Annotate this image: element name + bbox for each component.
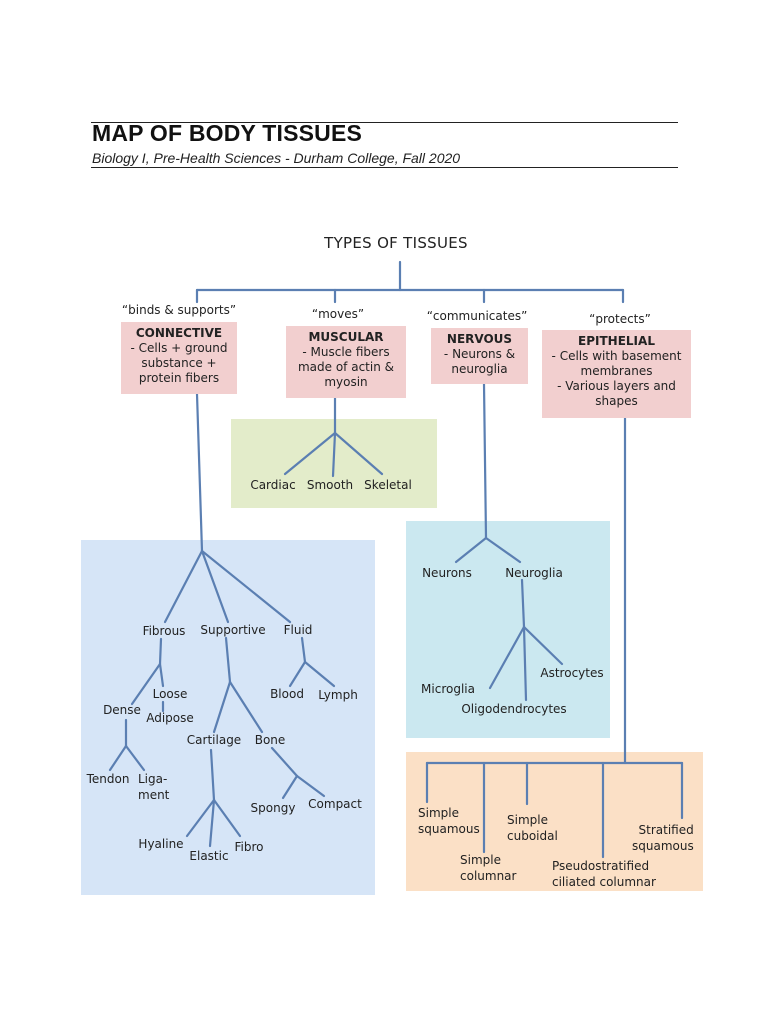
connective-cartilage: Cartilage xyxy=(186,733,242,747)
connective-lymph: Lymph xyxy=(318,688,358,702)
muscular-function-label: “moves” xyxy=(311,307,365,321)
nervous-neuroglia: Neuroglia xyxy=(505,566,563,580)
epithelial-function-label: “protects” xyxy=(589,312,651,326)
connective-function-label: “binds & supports” xyxy=(121,303,237,317)
nervous-oligodendrocytes: Oligodendrocytes xyxy=(461,702,567,716)
nervous-box: NERVOUS - Neurons & neuroglia xyxy=(431,328,528,384)
epithelial-name: EPITHELIAL xyxy=(578,334,655,348)
epithelial-box: EPITHELIAL - Cells with basement membran… xyxy=(542,330,691,418)
nervous-astrocytes: Astrocytes xyxy=(540,666,604,680)
connective-fibrous: Fibrous xyxy=(142,624,186,638)
connective-fluid: Fluid xyxy=(283,623,313,637)
epithelial-stratified-squamous: Stratified squamous xyxy=(632,823,694,853)
connective-elastic: Elastic xyxy=(189,849,229,863)
root-label: TYPES OF TISSUES xyxy=(324,234,468,252)
muscular-name: MUSCULAR xyxy=(308,330,384,344)
connective-loose: Loose xyxy=(152,687,188,701)
page-title: MAP OF BODY TISSUES xyxy=(92,120,363,146)
page-subtitle: Biology I, Pre-Health Sciences - Durham … xyxy=(92,150,461,166)
muscular-description: - Muscle fibers made of actin & myosin xyxy=(297,345,394,389)
connective-compact: Compact xyxy=(308,797,362,811)
muscle-type-smooth: Smooth xyxy=(306,478,354,492)
nervous-region xyxy=(406,521,610,738)
nervous-neurons: Neurons xyxy=(422,566,472,580)
epithelial-simple-columnar: Simple columnar xyxy=(460,853,517,883)
nervous-name: NERVOUS xyxy=(446,332,513,346)
header-top-rule xyxy=(91,122,678,123)
connective-supportive: Supportive xyxy=(200,623,266,637)
muscular-box: MUSCULAR - Muscle fibers made of actin &… xyxy=(286,326,406,398)
connective-bone: Bone xyxy=(254,733,286,747)
nervous-microglia: Microglia xyxy=(421,682,475,696)
connective-hyaline: Hyaline xyxy=(138,837,184,851)
epithelial-region xyxy=(406,752,703,891)
nervous-description: - Neurons & neuroglia xyxy=(443,347,516,376)
muscle-type-cardiac: Cardiac xyxy=(250,478,296,492)
connective-spongy: Spongy xyxy=(250,801,296,815)
epithelial-simple-squamous: Simple squamous xyxy=(418,806,480,836)
connective-box: CONNECTIVE - Cells + ground substance + … xyxy=(121,322,237,394)
connective-tendon: Tendon xyxy=(86,772,130,786)
header-bottom-rule xyxy=(91,167,678,168)
epithelial-pseudostratified: Pseudostratified ciliated columnar xyxy=(552,859,656,889)
connective-name: CONNECTIVE xyxy=(135,326,223,340)
epithelial-description: - Cells with basement membranes - Variou… xyxy=(551,349,682,408)
connective-fibro: Fibro xyxy=(234,840,264,854)
connective-ligament: Liga- ment xyxy=(138,772,170,802)
epithelial-simple-cuboidal: Simple cuboidal xyxy=(507,813,558,843)
connective-description: - Cells + ground substance + protein fib… xyxy=(130,341,228,385)
muscle-type-skeletal: Skeletal xyxy=(364,478,412,492)
nervous-function-label: “communicates” xyxy=(426,309,528,323)
connective-adipose: Adipose xyxy=(146,711,194,725)
connective-blood: Blood xyxy=(270,687,304,701)
connective-region xyxy=(81,540,375,895)
connective-dense: Dense xyxy=(103,703,141,717)
